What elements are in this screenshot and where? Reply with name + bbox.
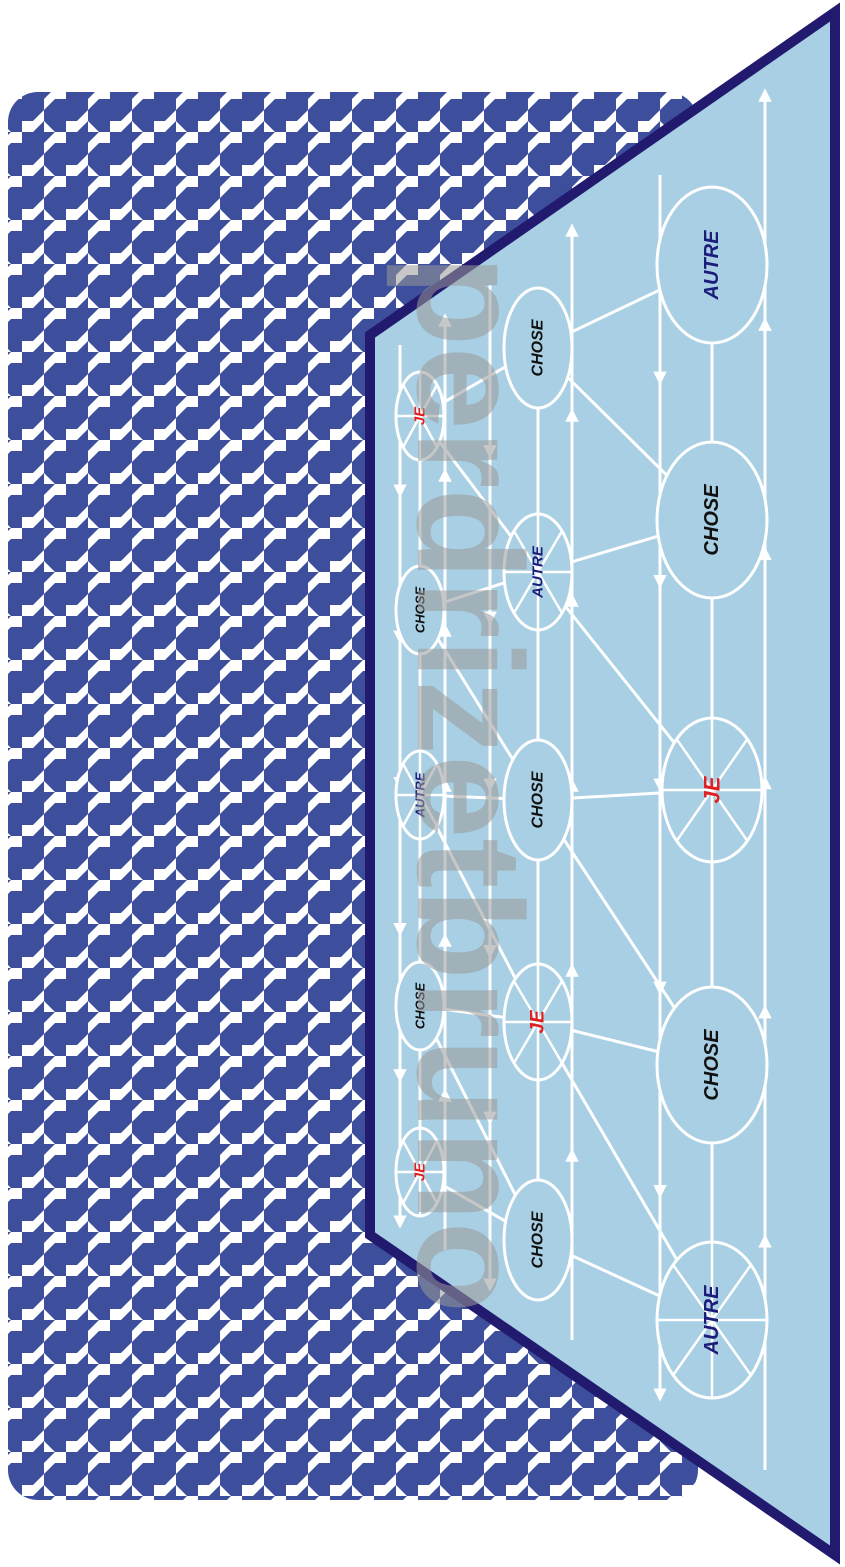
node-chose: CHOSE bbox=[657, 442, 767, 598]
node-label-chose: CHOSE bbox=[701, 484, 723, 556]
node-label-autre: AUTRE bbox=[701, 230, 723, 301]
node-je: JE bbox=[662, 718, 762, 862]
node-autre: AUTRE bbox=[657, 187, 767, 343]
node-autre: AUTRE bbox=[657, 1242, 767, 1398]
node-chose: CHOSE bbox=[657, 987, 767, 1143]
node-label-autre: AUTRE bbox=[701, 1285, 723, 1356]
node-label-je: JE bbox=[700, 775, 725, 803]
watermark: perdrizetbruno bbox=[386, 255, 554, 1313]
node-label-chose: CHOSE bbox=[701, 1029, 723, 1101]
watermark-text: perdrizetbruno bbox=[386, 255, 554, 1313]
